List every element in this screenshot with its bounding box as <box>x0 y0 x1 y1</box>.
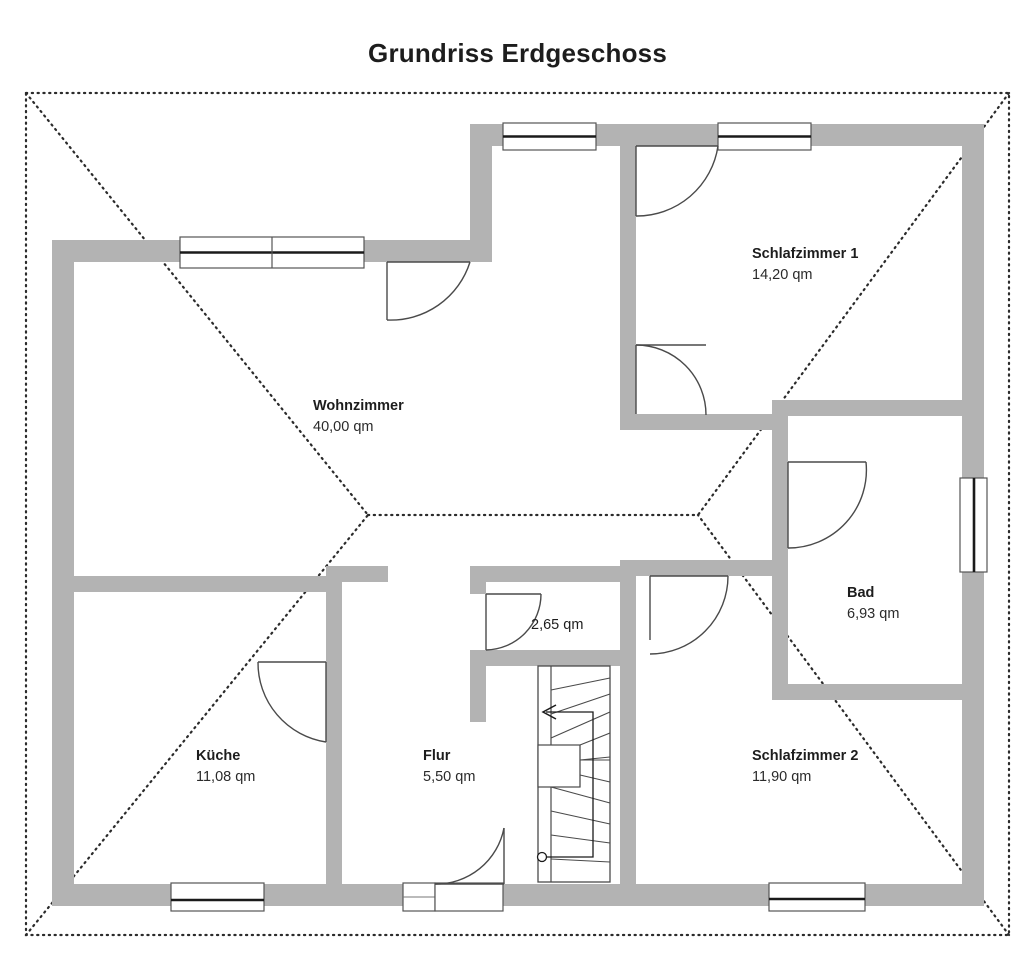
room-label-flur-area: 5,50 qm <box>423 769 475 785</box>
room-label-bad-name: Bad <box>847 585 874 601</box>
room-labels: Wohnzimmer 40,00 qm Schlafzimmer 1 14,20… <box>196 246 899 785</box>
doors <box>257 145 868 885</box>
room-label-bad-area: 6,93 qm <box>847 606 899 622</box>
room-label-flur-name: Flur <box>423 748 451 764</box>
room-label-wohnzimmer-name: Wohnzimmer <box>313 398 404 414</box>
window-schlafzimmer1-north <box>717 122 812 151</box>
roof-outline <box>24 91 1011 937</box>
room-label-wohnzimmer-area: 40,00 qm <box>313 419 373 435</box>
windows <box>170 122 988 912</box>
door-schlafzimmer2 <box>649 575 729 655</box>
staircase <box>536 665 611 883</box>
window-wohnzimmer-north <box>179 236 365 269</box>
window-kueche-south <box>170 882 265 912</box>
room-label-schlafzimmer2-area: 11,90 qm <box>752 769 811 785</box>
room-label-kueche-area: 11,08 qm <box>196 769 255 785</box>
window-top-left <box>502 122 597 151</box>
room-label-kueche-name: Küche <box>196 748 240 764</box>
window-schlafzimmer2-south <box>768 882 866 912</box>
room-label-schlafzimmer1-name: Schlafzimmer 1 <box>752 246 858 262</box>
entrance-door-frame <box>402 882 504 912</box>
window-bad-east <box>959 477 988 573</box>
door-bad <box>787 461 868 549</box>
door-schlafzimmer1-south <box>635 344 707 416</box>
room-label-schlafzimmer1-area: 14,20 qm <box>752 267 812 283</box>
door-entrance <box>434 827 505 885</box>
room-label-abstellraum-area: 2,65 qm <box>531 617 583 633</box>
stair-direction-arrow <box>536 704 594 863</box>
room-label-schlafzimmer2-name: Schlafzimmer 2 <box>752 748 858 764</box>
door-schlafzimmer1-north <box>635 145 719 217</box>
door-wohnzimmer-north <box>386 261 471 321</box>
page-title: Grundriss Erdgeschoss <box>368 38 667 68</box>
door-kueche <box>257 661 327 743</box>
door-abstellraum <box>485 593 542 651</box>
